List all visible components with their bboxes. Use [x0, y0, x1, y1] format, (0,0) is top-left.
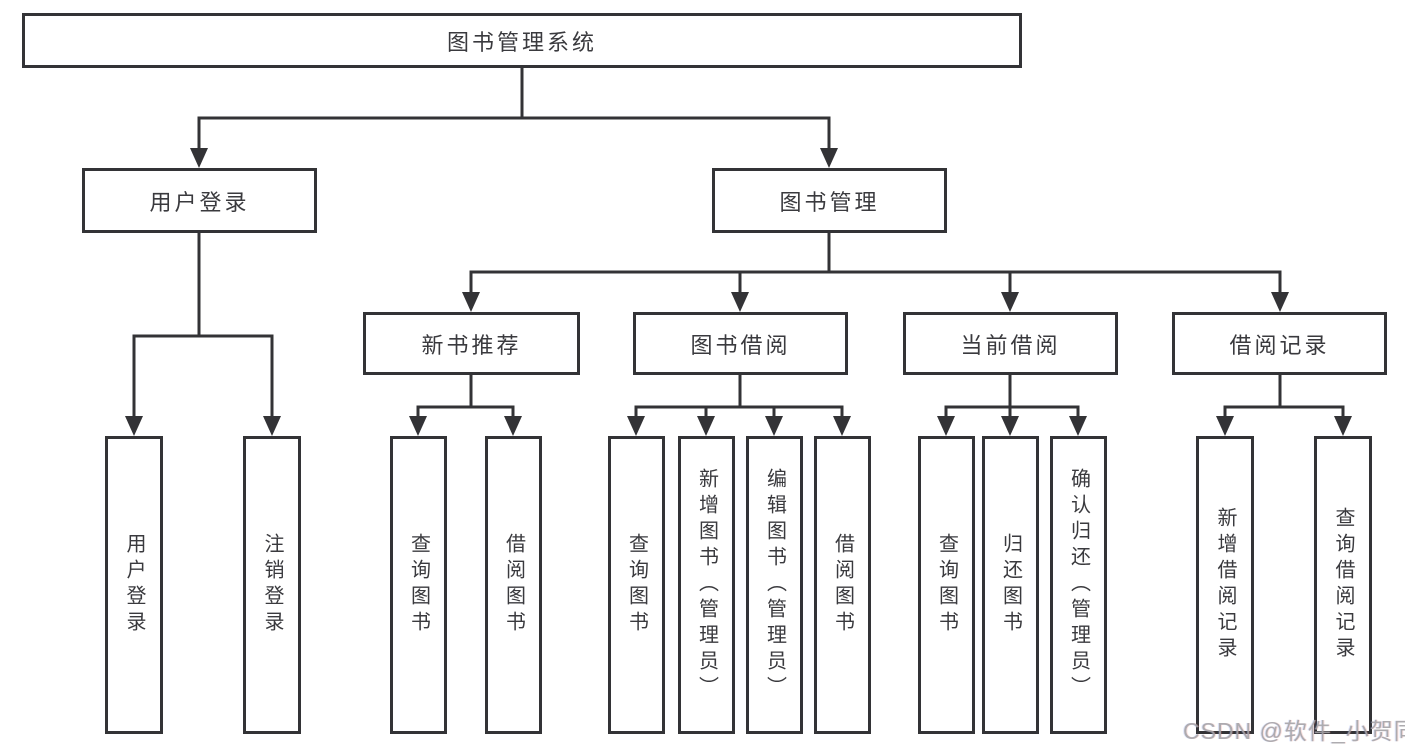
- arrowhead: [1271, 292, 1289, 312]
- arrowhead: [504, 416, 522, 436]
- leaf-edit-book-admin: 编辑图书（管理员）: [746, 436, 803, 734]
- node-new-book-recommend: 新书推荐: [363, 312, 580, 375]
- leaf-add-borrow-record-label: 新增借阅记录: [1214, 507, 1236, 663]
- arrowhead: [125, 416, 143, 436]
- arrowhead: [937, 416, 955, 436]
- leaf-confirm-return-admin: 确认归还（管理员）: [1050, 436, 1107, 734]
- node-user-login-label: 用户登录: [149, 189, 250, 215]
- node-book-management-label: 图书管理: [779, 189, 880, 215]
- leaf-query-book-current-label: 查询图书: [935, 533, 958, 637]
- leaf-add-book-admin-label: 新增图书（管理员）: [695, 468, 718, 702]
- leaf-query-borrow-record: 查询借阅记录: [1314, 436, 1372, 734]
- node-borrow-records: 借阅记录: [1172, 312, 1387, 375]
- arrowhead: [731, 292, 749, 312]
- leaf-user-login: 用户登录: [105, 436, 163, 734]
- arrowhead: [765, 416, 783, 436]
- arrowhead: [263, 416, 281, 436]
- arrowhead: [820, 148, 838, 168]
- leaf-query-book-borrowing-label: 查询图书: [625, 533, 648, 637]
- leaf-query-book-recommend-label: 查询图书: [407, 533, 430, 637]
- leaf-confirm-return-admin-label: 确认归还（管理员）: [1067, 468, 1090, 702]
- leaf-logout-label: 注销登录: [261, 533, 283, 637]
- node-library-system: 图书管理系统: [22, 13, 1022, 68]
- leaf-borrow-book-recommend: 借阅图书: [485, 436, 542, 734]
- node-new-book-recommend-label: 新书推荐: [421, 332, 522, 358]
- watermark: CSDN @软件_小贺同学: [1183, 718, 1405, 744]
- node-user-login: 用户登录: [82, 168, 317, 233]
- leaf-edit-book-admin-label: 编辑图书（管理员）: [763, 468, 786, 702]
- arrowhead: [1001, 416, 1019, 436]
- arrowhead: [627, 416, 645, 436]
- node-borrow-records-label: 借阅记录: [1229, 332, 1330, 358]
- leaf-return-book: 归还图书: [982, 436, 1039, 734]
- node-library-system-label: 图书管理系统: [446, 29, 597, 55]
- leaf-return-book-label: 归还图书: [999, 533, 1022, 637]
- node-current-borrowing: 当前借阅: [903, 312, 1118, 375]
- leaf-borrow-book-label: 借阅图书: [831, 533, 854, 637]
- arrowhead: [1069, 416, 1087, 436]
- arrowhead: [1001, 292, 1019, 312]
- connector-path: [132, 68, 1345, 420]
- arrowhead: [697, 416, 715, 436]
- leaf-borrow-book: 借阅图书: [814, 436, 871, 734]
- leaf-add-book-admin: 新增图书（管理员）: [678, 436, 735, 734]
- leaf-query-book-current: 查询图书: [918, 436, 975, 734]
- node-current-borrowing-label: 当前借阅: [960, 332, 1061, 358]
- leaf-logout: 注销登录: [243, 436, 301, 734]
- leaf-query-book-borrowing: 查询图书: [608, 436, 665, 734]
- leaf-query-book-recommend: 查询图书: [390, 436, 447, 734]
- arrowhead: [833, 416, 851, 436]
- arrowhead: [409, 416, 427, 436]
- arrowhead: [1216, 416, 1234, 436]
- node-book-management: 图书管理: [712, 168, 947, 233]
- leaf-query-borrow-record-label: 查询借阅记录: [1332, 507, 1354, 663]
- arrowhead: [190, 148, 208, 168]
- arrowhead: [1334, 416, 1352, 436]
- node-book-borrowing-label: 图书借阅: [690, 332, 791, 358]
- leaf-add-borrow-record: 新增借阅记录: [1196, 436, 1254, 734]
- leaf-user-login-label: 用户登录: [123, 533, 145, 637]
- node-book-borrowing: 图书借阅: [633, 312, 848, 375]
- arrowhead: [462, 292, 480, 312]
- leaf-borrow-book-recommend-label: 借阅图书: [502, 533, 525, 637]
